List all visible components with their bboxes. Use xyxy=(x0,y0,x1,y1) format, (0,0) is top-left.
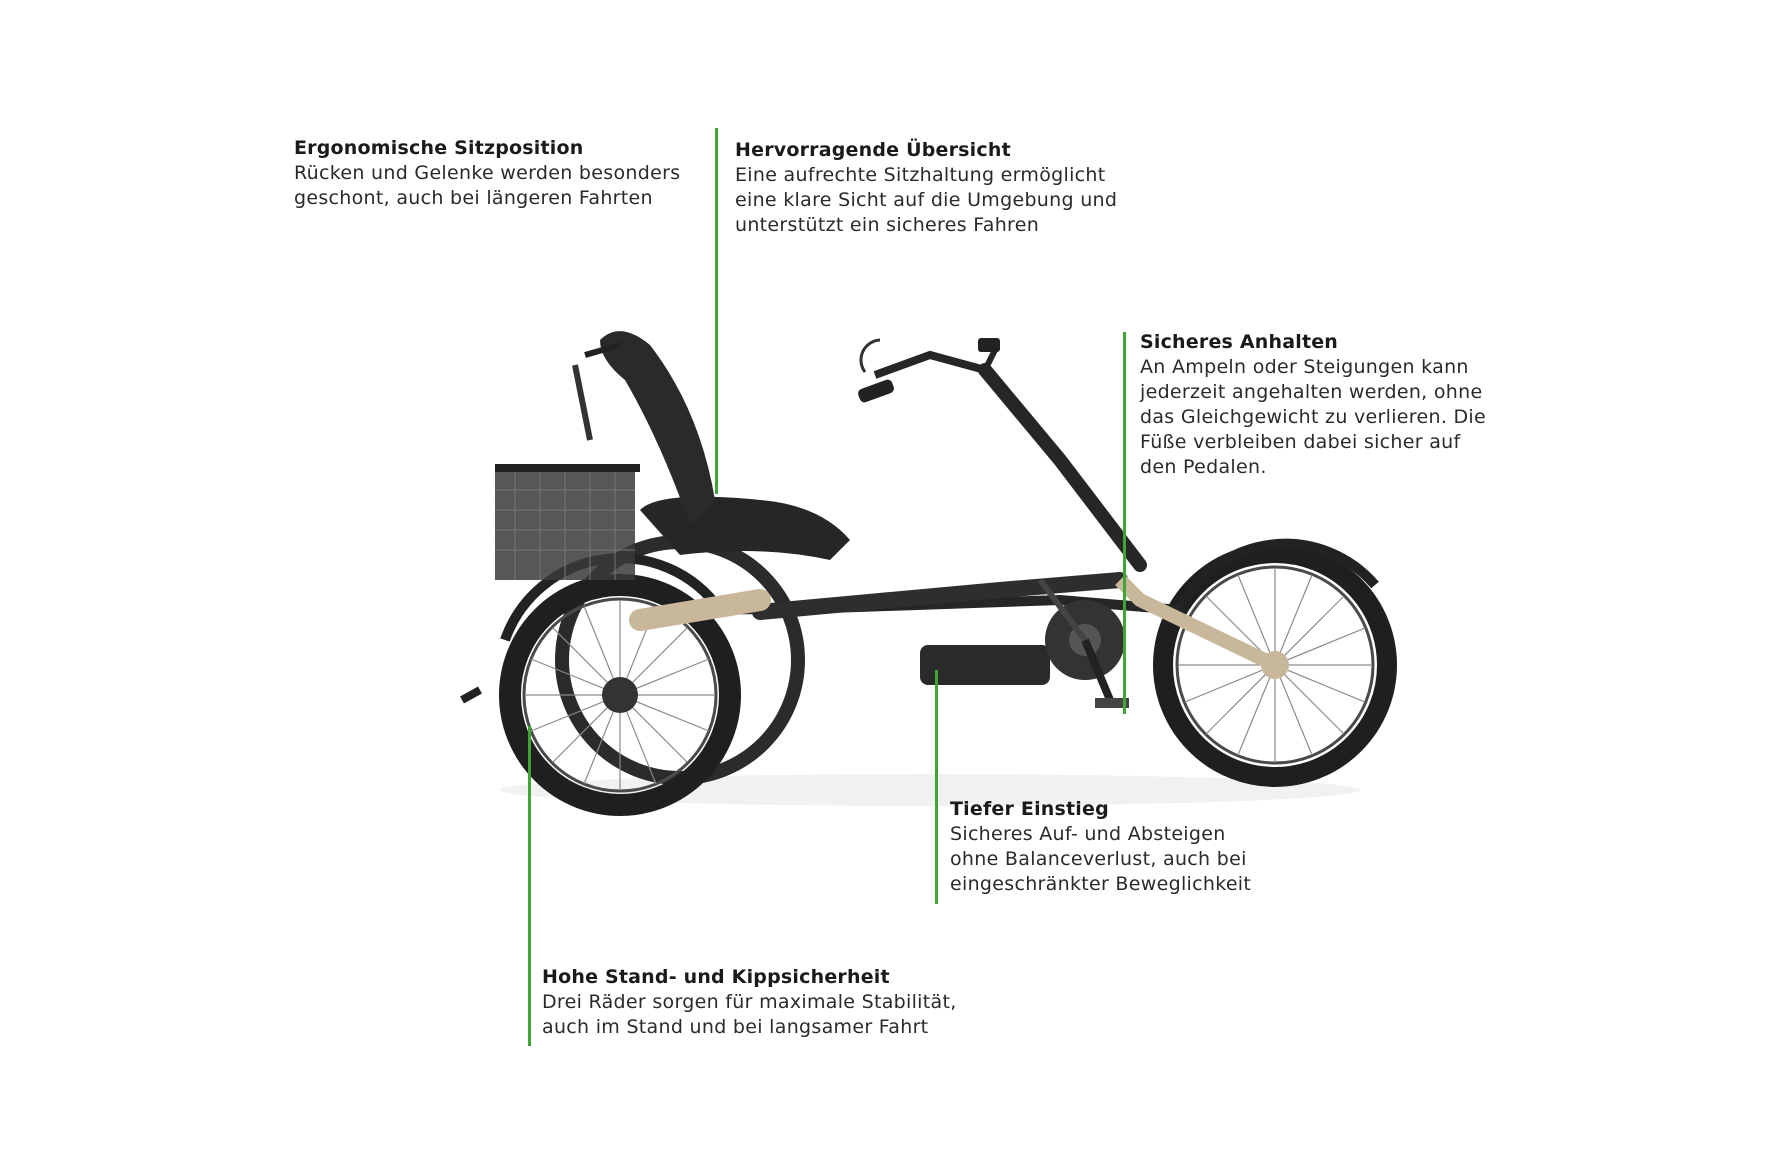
callout-title: Ergonomische Sitzposition xyxy=(294,137,584,159)
callout-body: Rücken und Gelenke werden besonders gesc… xyxy=(294,162,681,209)
callout-body: An Ampeln oder Steigungen kann jederzeit… xyxy=(1140,356,1486,478)
leader-line-einstieg xyxy=(935,670,938,904)
leader-line-stabilitaet xyxy=(528,726,531,1046)
basket xyxy=(495,464,640,580)
callout-ergonomie: Ergonomische Sitzposition Rücken und Gel… xyxy=(294,135,680,211)
ground-shadow xyxy=(500,774,1360,806)
rear-wheel xyxy=(460,553,741,816)
leader-line-uebersicht xyxy=(715,128,718,494)
seat xyxy=(572,331,850,560)
callout-title: Tiefer Einstieg xyxy=(950,798,1109,820)
callout-stabilitaet: Hohe Stand- und Kippsicherheit Drei Räde… xyxy=(542,964,957,1040)
callout-body: Drei Räder sorgen für maximale Stabilitä… xyxy=(542,991,957,1038)
callout-uebersicht: Hervorragende Übersicht Eine aufrechte S… xyxy=(735,137,1117,238)
frame xyxy=(629,572,1279,708)
callout-title: Hohe Stand- und Kippsicherheit xyxy=(542,966,890,988)
callout-einstieg: Tiefer Einstieg Sicheres Auf- und Abstei… xyxy=(950,796,1251,897)
callout-body: Eine aufrechte Sitzhaltung ermöglicht ei… xyxy=(735,164,1118,236)
callout-anhalten: Sicheres Anhalten An Ampeln oder Steigun… xyxy=(1140,329,1486,480)
steering xyxy=(858,338,1147,572)
callout-title: Hervorragende Übersicht xyxy=(735,139,1011,161)
callout-body: Sicheres Auf- und Absteigen ohne Balance… xyxy=(950,823,1252,895)
leader-line-anhalten xyxy=(1123,332,1126,714)
callout-title: Sicheres Anhalten xyxy=(1140,331,1339,353)
